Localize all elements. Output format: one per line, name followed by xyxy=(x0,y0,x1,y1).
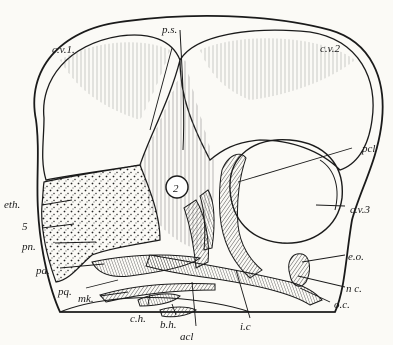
label-eo: e.o. xyxy=(348,251,364,263)
posterior-clinoid xyxy=(219,154,262,278)
label-eth: eth. xyxy=(4,199,20,211)
label-pa: pa. xyxy=(35,265,50,277)
label-acl: acl xyxy=(180,331,193,343)
label-cv3: c.v.3 xyxy=(350,204,370,216)
label-pn: pn. xyxy=(21,241,36,253)
cerebral-vesicle-3 xyxy=(230,140,342,243)
label-five: 5 xyxy=(22,221,28,233)
label-two: 2 xyxy=(173,183,179,195)
otic-capsule xyxy=(289,254,310,286)
cv3-inner xyxy=(320,160,337,210)
label-pq: pq. xyxy=(57,286,72,298)
label-ps: p.s. xyxy=(161,24,177,36)
label-ic: i.c xyxy=(240,321,251,333)
label-nc: n c. xyxy=(346,283,362,295)
ceratohyal xyxy=(138,294,180,306)
label-mk: mk. xyxy=(78,293,94,305)
label-bh: b.h. xyxy=(160,319,177,331)
label-ch: c.h. xyxy=(130,313,146,325)
cv1-shading xyxy=(60,42,170,120)
basihyal xyxy=(160,307,196,317)
label-oc: o.c. xyxy=(334,299,350,311)
label-cv2: c.v.2 xyxy=(320,43,340,55)
label-cv1: c.v.1. xyxy=(52,44,75,56)
label-pcl: pcl xyxy=(361,143,375,155)
